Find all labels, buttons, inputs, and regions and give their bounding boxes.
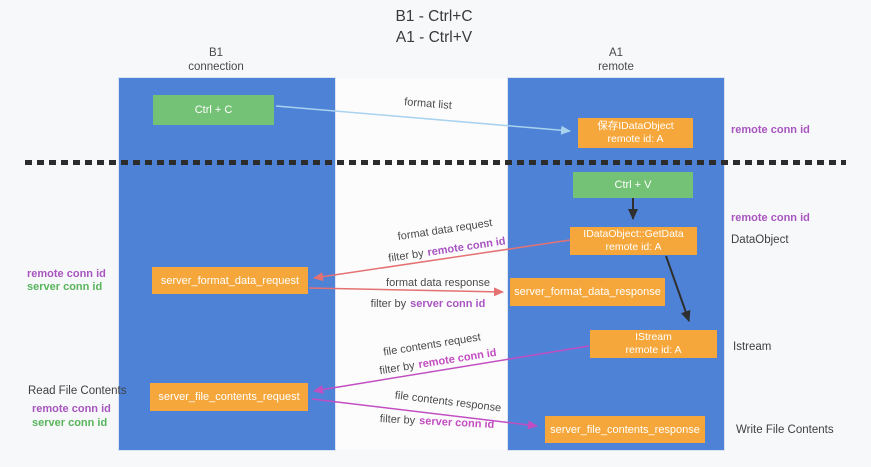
- node-server-file-contents-response: server_file_contents_response: [545, 416, 705, 443]
- side-label-server-conn-id-file: server conn id: [32, 417, 108, 429]
- side-label-dataobject: DataObject: [731, 234, 789, 246]
- node-idataobject-getdata-line2: remote id: A: [605, 241, 662, 253]
- lane-b1-name: B1: [208, 47, 224, 59]
- filter-by-text: filter by: [379, 413, 416, 427]
- node-ctrl-c: Ctrl + C: [153, 95, 274, 125]
- node-server-format-data-request-label: server_format_data_request: [160, 274, 300, 287]
- lane-header-a1: A1 remote: [508, 46, 724, 74]
- side-label-remote-conn-id-top: remote conn id: [731, 124, 810, 136]
- title-line-1: B1 - Ctrl+C: [395, 8, 473, 25]
- node-idataobject-getdata-line1: IDataObject::GetData: [583, 228, 684, 240]
- lane-a1-name: A1: [608, 47, 624, 59]
- node-idataobject-getdata: IDataObject::GetData remote id: A: [570, 227, 697, 255]
- node-save-idataobject-line1: 保存IDataObject: [597, 120, 674, 132]
- node-save-idataobject: 保存IDataObject remote id: A: [578, 118, 693, 148]
- lane-a1-role: remote: [598, 61, 634, 73]
- side-label-read-file-contents: Read File Contents: [28, 385, 127, 397]
- title-line-2: A1 - Ctrl+V: [395, 29, 473, 46]
- lane-header-b1: B1 connection: [108, 46, 324, 74]
- side-label-remote-conn-id-mid: remote conn id: [731, 212, 810, 224]
- node-ctrl-c-label: Ctrl + C: [194, 104, 233, 116]
- lane-b1-role: connection: [188, 61, 244, 73]
- side-label-write-file-contents: Write File Contents: [736, 424, 834, 436]
- node-server-file-contents-request-label: server_file_contents_request: [158, 391, 300, 403]
- label-format-data-response: format data response: [386, 277, 490, 289]
- side-label-remote-conn-id-format: remote conn id: [27, 268, 106, 280]
- node-save-idataobject-line2: remote id: A: [607, 133, 664, 145]
- node-istream: IStream remote id: A: [590, 330, 717, 358]
- node-server-format-data-response-label: server_format_data_response: [514, 286, 661, 298]
- format-data-response-text: format data response: [386, 277, 490, 289]
- side-label-istream: Istream: [733, 341, 772, 353]
- side-label-remote-conn-id-file: remote conn id: [32, 403, 111, 415]
- node-istream-line1: IStream: [635, 331, 672, 343]
- session-divider-dashed-line: [25, 160, 846, 165]
- page-title: B1 - Ctrl+C A1 - Ctrl+V: [0, 6, 868, 48]
- node-ctrl-v: Ctrl + V: [573, 172, 693, 198]
- server-conn-id-text: server conn id: [410, 298, 486, 310]
- node-server-format-data-request: server_format_data_request: [152, 267, 308, 294]
- node-server-file-contents-response-label: server_file_contents_response: [550, 423, 700, 436]
- filter-by-text: filter by: [370, 298, 407, 310]
- node-istream-line2: remote id: A: [625, 344, 682, 356]
- node-server-format-data-response: server_format_data_response: [510, 278, 665, 306]
- side-label-server-conn-id-format: server conn id: [27, 281, 103, 293]
- node-ctrl-v-label: Ctrl + V: [614, 179, 652, 191]
- node-server-file-contents-request: server_file_contents_request: [150, 383, 308, 411]
